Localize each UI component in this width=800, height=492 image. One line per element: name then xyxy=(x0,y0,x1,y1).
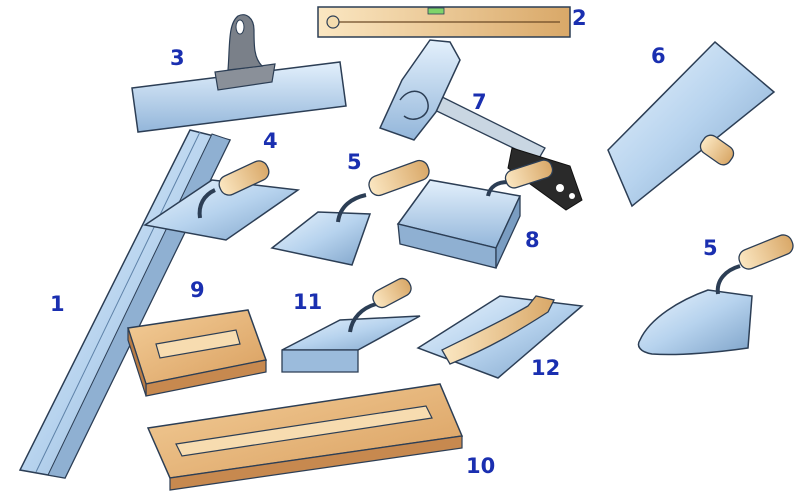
tool-label-9: 9 xyxy=(190,278,205,302)
tool-label-8: 8 xyxy=(525,228,540,252)
tool-label-11: 11 xyxy=(293,290,323,314)
plaster-hammer-tool xyxy=(378,39,583,211)
tool-label-3: 3 xyxy=(170,46,185,70)
wooden-float-small-tool xyxy=(127,309,268,397)
finishing-trowel-tool xyxy=(416,295,584,379)
tool-label-1: 1 xyxy=(50,292,65,316)
pointing-trowel-tool-left xyxy=(270,159,430,266)
plaster-hawk-tool xyxy=(607,40,776,208)
mortar-scoop-tool xyxy=(396,159,554,269)
tool-label-2: 2 xyxy=(572,6,587,30)
spirit-level-tool xyxy=(317,6,571,38)
corner-trowel-tool xyxy=(281,277,421,373)
tool-label-5-left: 5 xyxy=(347,150,362,174)
tool-label-10: 10 xyxy=(466,454,496,478)
wooden-float-long-tool xyxy=(146,383,464,491)
tool-label-5-right: 5 xyxy=(703,236,718,260)
tool-label-6: 6 xyxy=(651,44,666,68)
plaster-trowel-tool xyxy=(143,160,301,241)
wide-putty-knife-tool xyxy=(131,14,347,133)
tool-label-7: 7 xyxy=(472,90,487,114)
tool-label-4: 4 xyxy=(263,129,278,153)
pointing-trowel-tool-right xyxy=(637,234,794,356)
tool-label-12: 12 xyxy=(531,356,561,380)
